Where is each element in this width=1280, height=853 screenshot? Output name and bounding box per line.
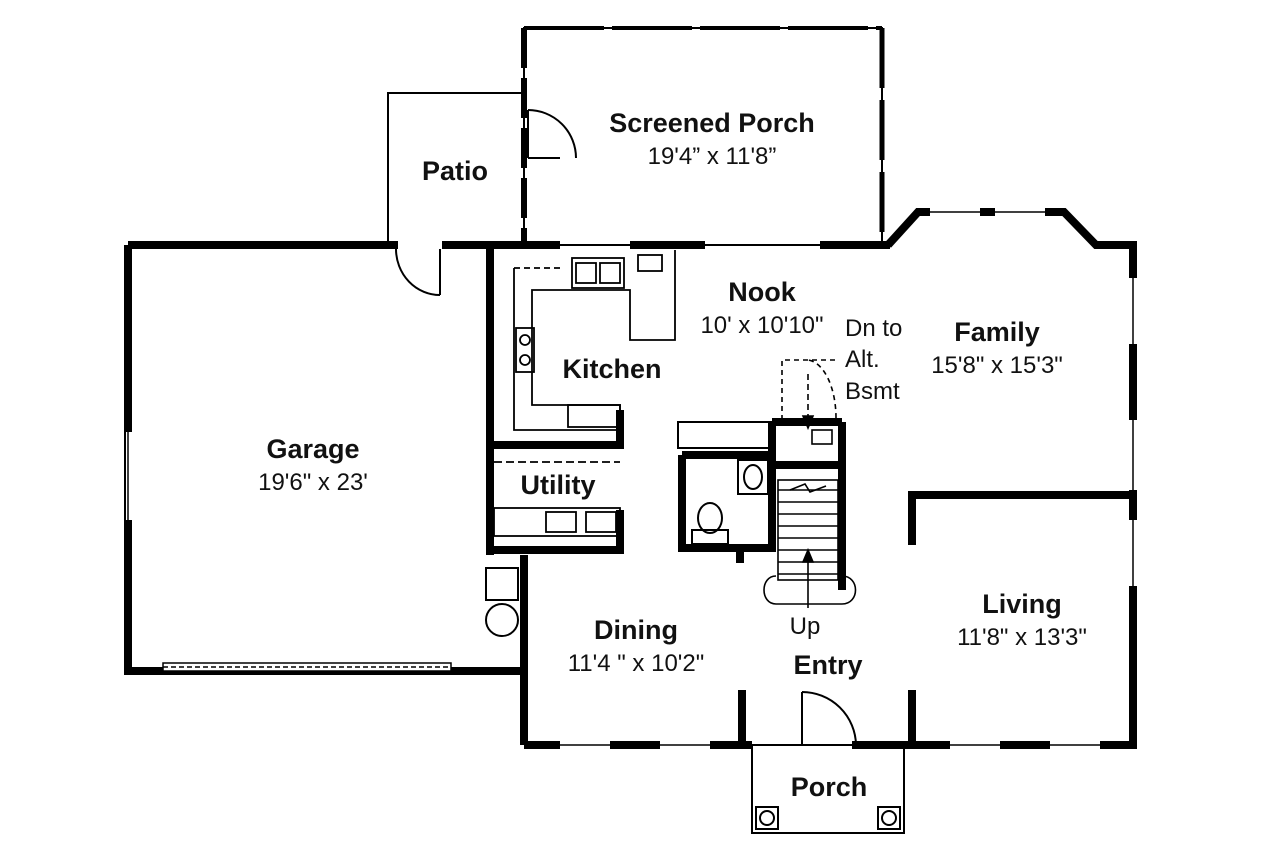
entry-label: Entry <box>793 650 862 680</box>
garage-dims: 19'6" x 23' <box>258 469 368 496</box>
utility-appliances <box>493 461 621 537</box>
utility-label: Utility <box>520 470 595 500</box>
family-dims: 15'8" x 15'3" <box>931 352 1063 379</box>
stairs <box>763 359 857 608</box>
stair-up-label: Up <box>790 613 821 640</box>
bath-fixtures <box>691 459 769 545</box>
windows <box>126 208 1137 749</box>
garage-door <box>162 662 452 672</box>
stair-down-line3: Bsmt <box>845 378 900 405</box>
kitchen-counters <box>513 250 676 431</box>
stair-down-line1: Dn to <box>845 315 902 342</box>
nook-label: Nook <box>728 277 796 307</box>
garage-patio-door <box>395 248 441 296</box>
nook-dims: 10' x 10'10" <box>700 312 823 339</box>
stair-down-line2: Alt. <box>845 346 880 373</box>
front-porch <box>751 744 905 834</box>
screened-porch-dims: 19'4” x 11'8” <box>648 143 777 170</box>
garage-appliances <box>485 567 519 637</box>
porch-label: Porch <box>791 772 868 802</box>
entry-door <box>801 691 857 746</box>
dining-dims: 11'4 " x 10'2" <box>568 650 705 677</box>
garage-label: Garage <box>266 434 359 464</box>
living-label: Living <box>982 589 1062 619</box>
dining-label: Dining <box>594 615 678 645</box>
screened-porch-label: Screened Porch <box>609 108 815 138</box>
pantry-shelf <box>677 421 773 449</box>
living-dims: 11'8" x 13'3" <box>957 624 1087 651</box>
patio-label: Patio <box>422 156 488 186</box>
interior-walls <box>490 410 1133 745</box>
patio-outline <box>387 92 524 245</box>
kitchen-label: Kitchen <box>562 354 661 384</box>
family-label: Family <box>954 317 1040 347</box>
screened-porch-door <box>527 109 577 159</box>
exterior-walls <box>124 208 1137 749</box>
